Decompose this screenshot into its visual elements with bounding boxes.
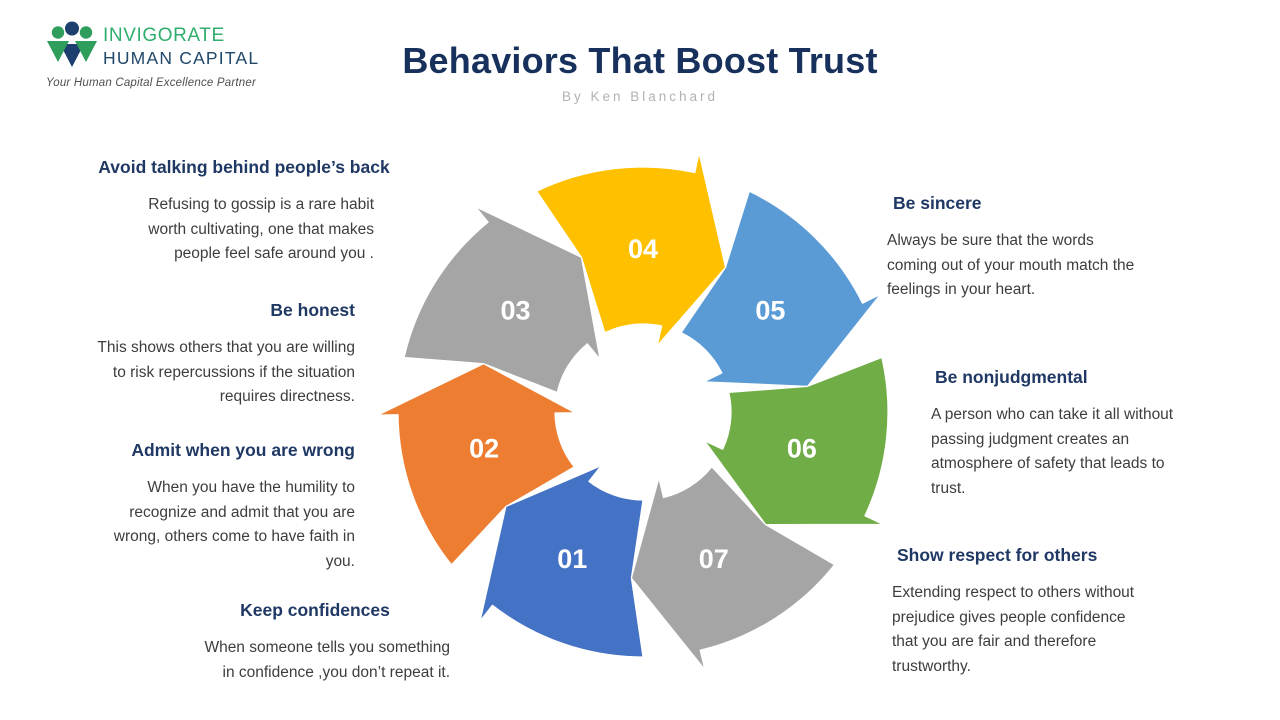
behavior-block-admit-wrong: Admit when you are wrong When you have t…	[75, 440, 355, 574]
behavior-block-be-sincere: Be sincere Always be sure that the words…	[887, 193, 1172, 303]
cycle-segment-label: 07	[699, 544, 729, 574]
behavior-text: This shows others that you are willing t…	[97, 339, 355, 405]
logo-name-line2: HUMAN CAPITAL	[103, 48, 260, 68]
cycle-segment-01	[479, 465, 644, 658]
logo-person-right-body	[75, 41, 97, 62]
behavior-text: When someone tells you something in conf…	[204, 639, 450, 681]
logo-tagline: Your Human Capital Excellence Partner	[46, 77, 257, 89]
behavior-text: Refusing to gossip is a rare habit worth…	[148, 196, 374, 262]
cycle-segment-label: 06	[787, 433, 817, 463]
behavior-title: Keep confidences	[240, 600, 390, 620]
logo-name-line1: INVIGORATE	[103, 25, 225, 46]
logo-person-left-body	[47, 41, 69, 62]
page-title: Behaviors That Boost Trust	[402, 40, 878, 81]
behavior-title: Avoid talking behind people’s back	[98, 157, 390, 177]
cycle-segment-05	[680, 190, 882, 387]
trust-cycle-diagram: 01 02 03 04 05 06 07	[377, 152, 889, 671]
behavior-title: Be honest	[270, 300, 355, 320]
people-logo-icon	[47, 21, 97, 67]
cycle-segment-03	[403, 206, 601, 394]
cycle-segment-04	[536, 152, 727, 347]
cycle-segment-06	[703, 356, 889, 526]
cycle-segment-label: 02	[469, 433, 499, 463]
cycle-segment-label: 03	[501, 295, 531, 325]
behavior-title: Be sincere	[893, 193, 982, 213]
cycle-segment-label: 01	[557, 544, 587, 574]
cycle-segment-07	[630, 466, 836, 671]
behavior-title: Be nonjudgmental	[935, 367, 1088, 387]
logo-person-left-head	[51, 26, 65, 39]
company-logo: INVIGORATE HUMAN CAPITAL Your Human Capi…	[46, 20, 259, 89]
behavior-text: When you have the humility to recognize …	[113, 479, 355, 570]
cycle-segment-label: 05	[755, 295, 785, 325]
behavior-block-be-nonjudgmental: Be nonjudgmental A person who can take i…	[931, 367, 1191, 501]
page-subtitle: By Ken Blanchard	[561, 89, 719, 104]
behavior-title: Show respect for others	[897, 545, 1098, 565]
behavior-text: Extending respect to others without prej…	[892, 584, 1135, 675]
behavior-title: Admit when you are wrong	[131, 440, 355, 460]
behavior-text: Always be sure that the words coming out…	[887, 232, 1135, 298]
behavior-block-avoid-talking: Avoid talking behind people’s back Refus…	[78, 157, 410, 267]
behavior-block-keep-confidences: Keep confidences When someone tells you …	[180, 600, 450, 685]
logo-person-right-head	[79, 26, 93, 39]
logo-person-center-head	[65, 21, 79, 36]
cycle-segment-02	[377, 363, 576, 566]
logo-person-center-body	[60, 44, 84, 67]
cycle-segment-label: 04	[628, 234, 658, 264]
behavior-text: A person who can take it all without pas…	[931, 406, 1174, 497]
behavior-block-be-honest: Be honest This shows others that you are…	[75, 300, 355, 410]
behavior-block-show-respect: Show respect for others Extending respec…	[892, 545, 1182, 679]
